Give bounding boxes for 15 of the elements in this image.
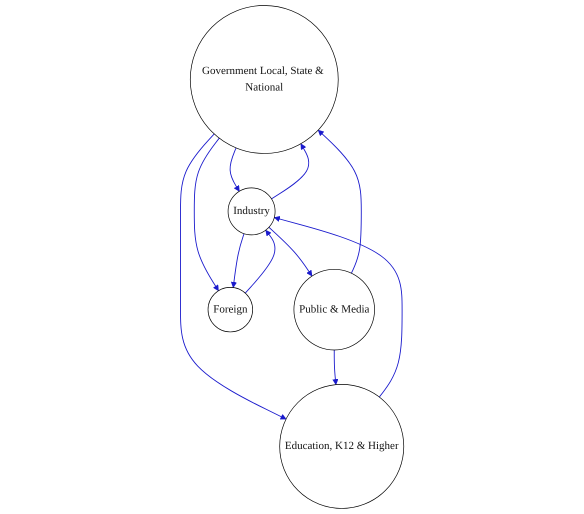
arrow bbox=[194, 138, 220, 292]
node-circle: Education, K12 & Higher bbox=[279, 384, 404, 509]
node-circle: Public & Media bbox=[293, 268, 375, 350]
arrow bbox=[180, 134, 286, 420]
arrow bbox=[332, 350, 338, 385]
node-circle: Government Local, State & National bbox=[190, 5, 338, 154]
arrow bbox=[270, 144, 310, 200]
arrow bbox=[230, 147, 240, 192]
arrow bbox=[230, 233, 244, 288]
arrow bbox=[318, 130, 362, 274]
arrow bbox=[244, 230, 276, 294]
node-circle: Industry bbox=[228, 188, 276, 236]
node-circle: Foreign bbox=[208, 287, 253, 332]
arrow bbox=[274, 216, 402, 398]
arrow bbox=[268, 226, 312, 276]
